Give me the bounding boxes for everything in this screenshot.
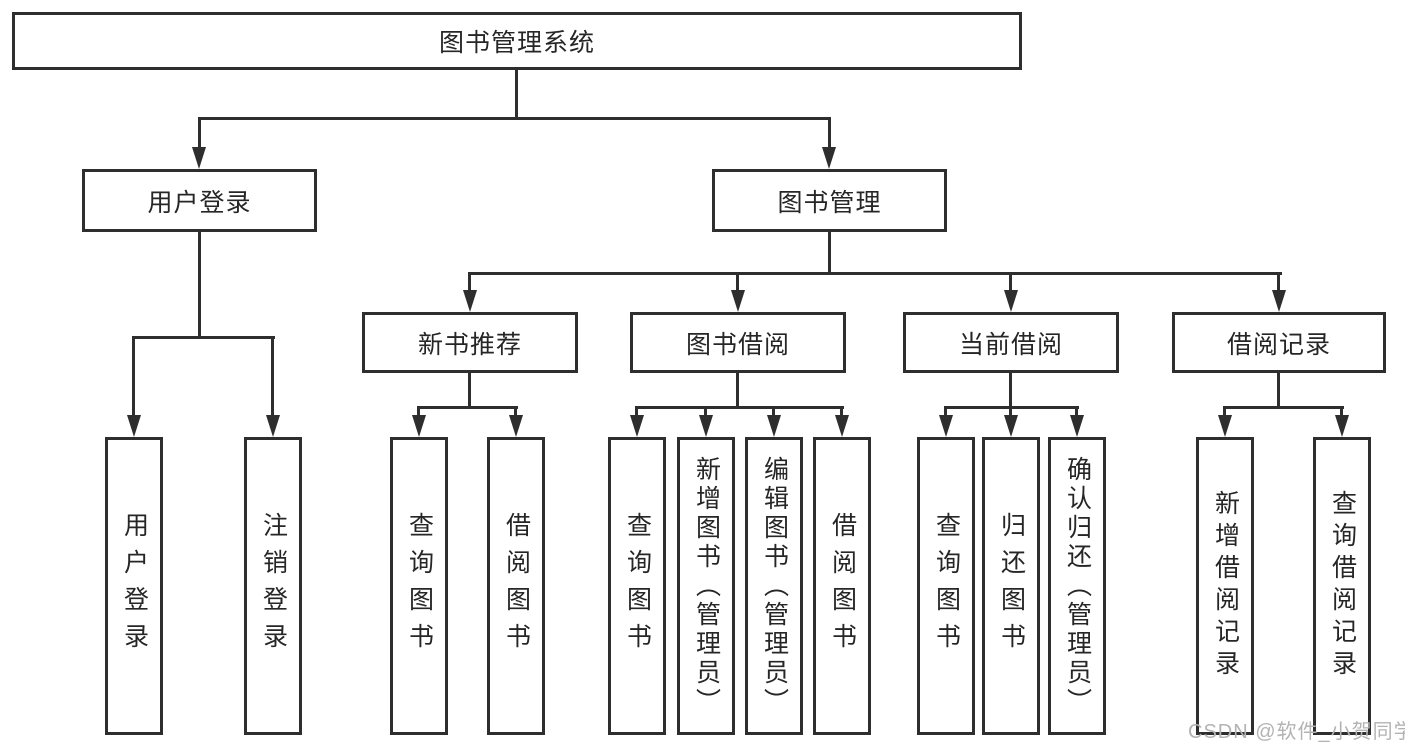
connector-arrow: [835, 415, 849, 437]
leaf-query-books-borrowing: 查询图书: [608, 437, 666, 735]
connector-line: [840, 406, 843, 418]
connector-arrow: [731, 290, 745, 312]
connector-arrow: [939, 415, 953, 437]
node-user-login: 用户登录: [82, 169, 317, 232]
connector-line: [514, 406, 517, 418]
leaf-edit-book-admin-label: 编辑图书（管理员）: [760, 455, 789, 717]
node-current-borrowing: 当前借阅: [903, 312, 1119, 373]
connector-arrow: [699, 415, 713, 437]
connector-line: [828, 117, 831, 151]
connector-line: [132, 336, 275, 339]
connector-line: [1277, 373, 1280, 408]
connector-line: [1223, 406, 1226, 418]
leaf-borrow-books-recommend: 借阅图书: [487, 437, 545, 735]
connector-line: [198, 232, 201, 337]
connector-line: [1340, 406, 1343, 418]
watermark: CSDN @软件_小贺同学: [1188, 721, 1405, 743]
leaf-logout-label: 注销登录: [259, 512, 288, 660]
connector-line: [198, 117, 201, 151]
connector-line: [198, 117, 831, 120]
leaf-query-books-recommend-label: 查询图书: [405, 512, 434, 660]
leaf-query-books-current-label: 查询图书: [932, 512, 961, 660]
connector-arrow: [1218, 415, 1232, 437]
connector-line: [468, 272, 1282, 275]
leaf-return-book-label: 归还图书: [997, 512, 1026, 660]
leaf-borrow-books-recommend-label: 借阅图书: [502, 512, 531, 660]
connector-line: [1009, 406, 1012, 418]
leaf-query-borrow-record: 查询借阅记录: [1313, 437, 1371, 735]
connector-line: [944, 406, 947, 418]
connector-line: [704, 406, 707, 418]
connector-line: [417, 406, 420, 418]
connector-arrow: [509, 415, 523, 437]
node-new-book-recommend: 新书推荐: [362, 312, 578, 373]
connector-arrow: [412, 415, 426, 437]
leaf-user-login: 用户登录: [105, 437, 163, 735]
node-book-management: 图书管理: [712, 169, 947, 232]
connector-line: [271, 336, 274, 418]
connector-arrow: [1070, 415, 1084, 437]
connector-line: [1277, 272, 1280, 292]
leaf-user-login-label: 用户登录: [120, 512, 149, 660]
connector-line: [417, 406, 518, 409]
node-user-login-label: 用户登录: [147, 188, 252, 217]
connector-line: [1223, 406, 1344, 409]
connector-arrow: [127, 415, 141, 437]
leaf-borrow-books-borrowing: 借阅图书: [813, 437, 871, 735]
leaf-add-borrow-record: 新增借阅记录: [1196, 437, 1254, 735]
leaf-add-borrow-record-label: 新增借阅记录: [1211, 490, 1240, 682]
connector-arrow: [630, 415, 644, 437]
leaf-confirm-return-admin-label: 确认归还（管理员）: [1063, 455, 1092, 717]
connector-line: [736, 272, 739, 292]
node-book-borrowing: 图书借阅: [630, 312, 846, 373]
leaf-edit-book-admin: 编辑图书（管理员）: [745, 437, 803, 735]
leaf-query-borrow-record-label: 查询借阅记录: [1328, 490, 1357, 682]
node-borrowing-records-label: 借阅记录: [1226, 330, 1331, 359]
node-root: 图书管理系统: [12, 12, 1022, 70]
node-current-borrowing-label: 当前借阅: [958, 330, 1063, 359]
connector-line: [1009, 373, 1012, 408]
connector-arrow: [1004, 290, 1018, 312]
leaf-add-book-admin: 新增图书（管理员）: [677, 437, 735, 735]
connector-arrow: [1004, 415, 1018, 437]
connector-line: [828, 232, 831, 274]
node-book-borrowing-label: 图书借阅: [685, 330, 790, 359]
leaf-add-book-admin-label: 新增图书（管理员）: [692, 455, 721, 717]
connector-line: [635, 406, 638, 418]
connector-line: [1075, 406, 1078, 418]
connector-line: [515, 70, 518, 117]
connector-arrow: [463, 290, 477, 312]
connector-arrow: [767, 415, 781, 437]
connector-line: [1009, 272, 1012, 292]
leaf-query-books-current: 查询图书: [917, 437, 975, 735]
connector-arrow: [822, 147, 836, 169]
connector-arrow: [1272, 290, 1286, 312]
connector-arrow: [266, 415, 280, 437]
connector-line: [772, 406, 775, 418]
leaf-confirm-return-admin: 确认归还（管理员）: [1048, 437, 1106, 735]
node-borrowing-records: 借阅记录: [1172, 312, 1386, 373]
leaf-logout: 注销登录: [244, 437, 302, 735]
connector-line: [132, 336, 135, 418]
node-root-label: 图书管理系统: [438, 29, 595, 57]
leaf-borrow-books-borrowing-label: 借阅图书: [828, 512, 857, 660]
node-new-book-recommend-label: 新书推荐: [417, 330, 522, 359]
leaf-query-books-borrowing-label: 查询图书: [623, 512, 652, 660]
leaf-return-book: 归还图书: [982, 437, 1040, 735]
connector-arrow: [192, 147, 206, 169]
connector-line: [736, 373, 739, 408]
connector-line: [468, 272, 471, 292]
leaf-query-books-recommend: 查询图书: [390, 437, 448, 735]
connector-line: [635, 406, 844, 409]
connector-arrow: [1335, 415, 1349, 437]
node-book-management-label: 图书管理: [777, 188, 882, 217]
connector-line: [468, 373, 471, 408]
